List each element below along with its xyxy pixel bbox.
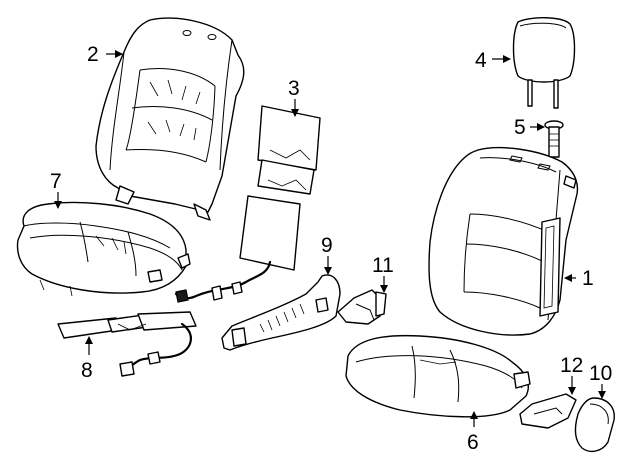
part-6-cushion[interactable] — [345, 334, 531, 418]
part-7-cushion-cover[interactable] — [16, 201, 191, 297]
part-9-side-trim[interactable] — [221, 274, 341, 351]
part-3-heater[interactable] — [174, 105, 321, 303]
callout-12: 12 — [560, 354, 583, 377]
callout-10: 10 — [589, 362, 612, 385]
callout-7: 7 — [50, 170, 62, 193]
callout-1: 1 — [582, 267, 594, 290]
callout-2: 2 — [87, 43, 99, 66]
part-10-cover[interactable] — [574, 397, 615, 453]
leader-lines — [54, 50, 606, 427]
part-8-cushion-heater[interactable] — [57, 311, 197, 377]
part-2-seatback-cover[interactable] — [95, 17, 245, 221]
part-11-bracket[interactable] — [337, 289, 387, 325]
part-5-guide[interactable] — [544, 120, 564, 158]
callout-3: 3 — [288, 77, 300, 100]
callout-6: 6 — [467, 431, 479, 454]
callout-5: 5 — [514, 116, 526, 139]
part-1-seatback[interactable] — [428, 146, 579, 336]
callout-4: 4 — [475, 49, 487, 72]
part-12-trim[interactable] — [519, 393, 577, 429]
callout-labels: 1 2 3 4 5 6 7 8 9 10 11 12 — [50, 43, 612, 454]
callout-9: 9 — [321, 234, 333, 257]
callout-8: 8 — [81, 359, 93, 382]
part-4-headrest[interactable] — [512, 17, 576, 109]
callout-11: 11 — [372, 254, 394, 277]
